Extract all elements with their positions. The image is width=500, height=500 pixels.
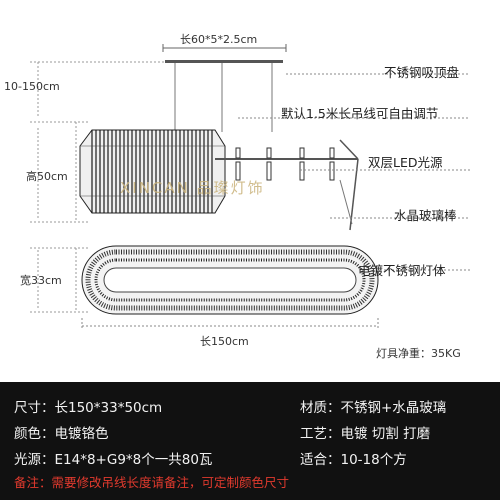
spec-suitable: 适合：10-18个方 (300, 452, 407, 468)
spec-color: 颜色：电镀铬色 (14, 426, 109, 442)
length-dimension: 长150cm (200, 335, 249, 348)
spec-size: 尺寸：长150*33*50cm (14, 400, 163, 416)
ceiling-plate (165, 60, 283, 63)
left-dimension-lines (30, 61, 165, 313)
oval-bottom-view (81, 245, 379, 315)
feature-adjustable-cable: 默认1.5米长吊线可自由调节 (281, 106, 439, 121)
bottom-dimension-line (81, 318, 379, 330)
feature-led-source: 双层LED光源 (368, 155, 443, 170)
net-weight: 灯具净重：35KG (376, 347, 461, 360)
suspension-cables (174, 63, 273, 132)
top-dimension-line (162, 44, 287, 52)
feature-ceiling-plate: 不锈钢吸顶盘 (384, 65, 460, 80)
cable-length-dimension: 10-150cm (4, 80, 60, 93)
watermark-chinese: 品璨灯饰 (196, 179, 265, 197)
spec-panel: 尺寸：长150*33*50cm 颜色：电镀铬色 光源：E14*8+G9*8个一共… (0, 382, 500, 500)
feature-crystal-rod: 水晶玻璃棒 (394, 208, 457, 223)
top-plate-dimension: 长60*5*2.5cm (180, 33, 258, 46)
watermark-latin: XINCAN (120, 179, 190, 197)
remark-note: 备注：需要修改吊线长度请备注，可定制颜色尺寸 (14, 472, 289, 491)
remark-label: 备注： (14, 475, 52, 490)
product-drawing (30, 44, 470, 330)
feature-lamp-body: 电镀不锈钢灯体 (358, 263, 446, 278)
spec-craft: 工艺：电镀 切割 打磨 (300, 426, 431, 442)
crystal-drum-side-view (79, 129, 226, 214)
width-dimension: 宽33cm (20, 274, 62, 287)
remark-text: 需要修改吊线长度请备注，可定制颜色尺寸 (51, 475, 290, 490)
spec-material: 材质：不锈钢+水晶玻璃 (300, 400, 447, 416)
crystal-bulbs (235, 147, 335, 181)
brand-watermark: XINCAN 品璨灯饰 (120, 177, 265, 198)
height-dimension: 高50cm (26, 170, 68, 183)
spec-light-source: 光源：E14*8+G9*8个一共80瓦 (14, 452, 213, 468)
